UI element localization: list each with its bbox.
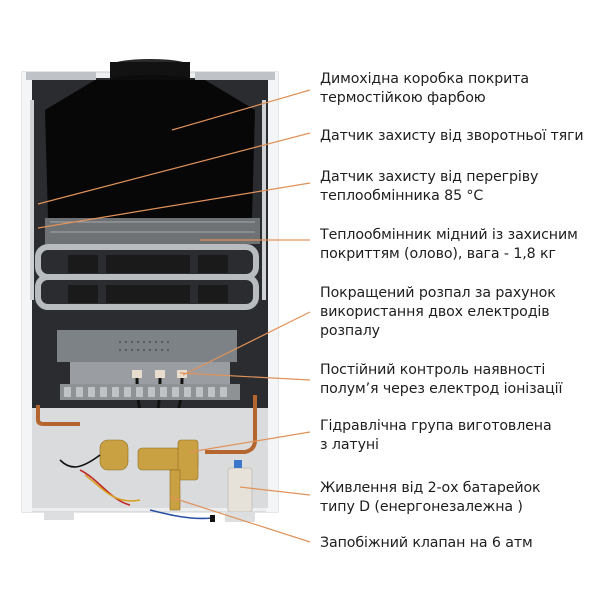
callout-flue-box: Димохідна коробка покрита термостійкою ф… xyxy=(320,70,529,108)
callout-text: теплообмінника 85 °C xyxy=(320,188,484,204)
callout-text: покриттям (олово), вага - 1,8 кг xyxy=(320,246,556,262)
callout-text: Датчик захисту від зворотньої тяги xyxy=(320,128,584,144)
callout-text: використання двох електродів xyxy=(320,304,550,320)
callout-hydraulic-group: Гідравлічна група виготовлена з латуні xyxy=(320,417,552,455)
callout-text: Живлення від 2-ох батарейок xyxy=(320,480,541,496)
callout-text: полум’я через електрод іонізації xyxy=(320,381,563,397)
callout-text: Гідравлічна група виготовлена xyxy=(320,418,552,434)
water-heater-illustration xyxy=(21,59,279,522)
callout-text: Димохідна коробка покрита xyxy=(320,71,529,87)
callout-text: Теплообмінник мідний із захисним xyxy=(320,227,578,243)
callout-text: термостійкою фарбою xyxy=(320,90,486,106)
feature-callouts: Димохідна коробка покрита термостійкою ф… xyxy=(320,0,600,600)
callout-flame-control: Постійний контроль наявності полум’я чер… xyxy=(320,361,562,399)
callout-heat-exchanger: Теплообмінник мідний із захисним покритт… xyxy=(320,226,578,264)
callout-ignition: Покращений розпал за рахунок використанн… xyxy=(320,284,556,341)
callout-text: розпалу xyxy=(320,323,380,339)
callout-text: з латуні xyxy=(320,437,379,453)
callout-text: Датчик захисту від перегріву xyxy=(320,169,539,185)
callout-safety-valve: Запобіжний клапан на 6 атм xyxy=(320,534,533,553)
callout-overheat-sensor: Датчик захисту від перегріву теплообмінн… xyxy=(320,168,538,206)
callout-text: Покращений розпал за рахунок xyxy=(320,285,556,301)
callout-text: Запобіжний клапан на 6 атм xyxy=(320,535,533,551)
callout-backdraft-sensor: Датчик захисту від зворотньої тяги xyxy=(320,127,584,146)
callout-battery-power: Живлення від 2-ох батарейок типу D (енер… xyxy=(320,479,541,517)
callout-text: типу D (енергонезалежна ) xyxy=(320,499,523,515)
callout-text: Постійний контроль наявності xyxy=(320,362,546,378)
water-heater-image xyxy=(21,59,279,522)
